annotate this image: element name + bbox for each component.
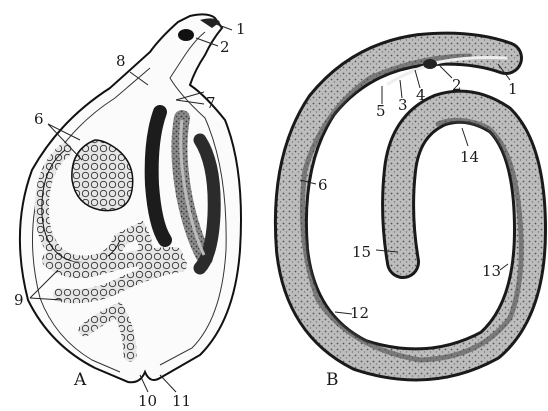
b-label-6: 6: [318, 176, 328, 194]
b-label-4: 4: [416, 86, 426, 104]
panel-a-drawing: [20, 14, 241, 382]
a-label-8: 8: [116, 52, 126, 70]
a-label-6: 6: [34, 110, 44, 128]
a-label-11: 11: [172, 392, 191, 410]
panel-a-title: A: [73, 370, 87, 390]
panel-a-median-bulb: [178, 29, 194, 41]
b-label-5: 5: [376, 102, 386, 120]
b-label-12: 12: [350, 304, 369, 322]
b-label-3: 3: [398, 96, 408, 114]
b-label-13: 13: [482, 262, 501, 280]
b-label-15: 15: [352, 243, 371, 261]
a-label-1: 1: [236, 20, 246, 38]
b-label-2: 2: [452, 76, 462, 94]
a-label-10: 10: [138, 392, 157, 410]
a-label-2: 2: [220, 38, 230, 56]
panel-b-title: B: [326, 370, 339, 390]
a-label-9: 9: [14, 291, 24, 309]
b-label-14: 14: [460, 148, 479, 166]
b-label-1: 1: [508, 80, 518, 98]
panel-b-drawing: [291, 49, 530, 365]
panel-b-median-bulb: [423, 59, 437, 69]
a-label-7: 7: [206, 94, 216, 112]
